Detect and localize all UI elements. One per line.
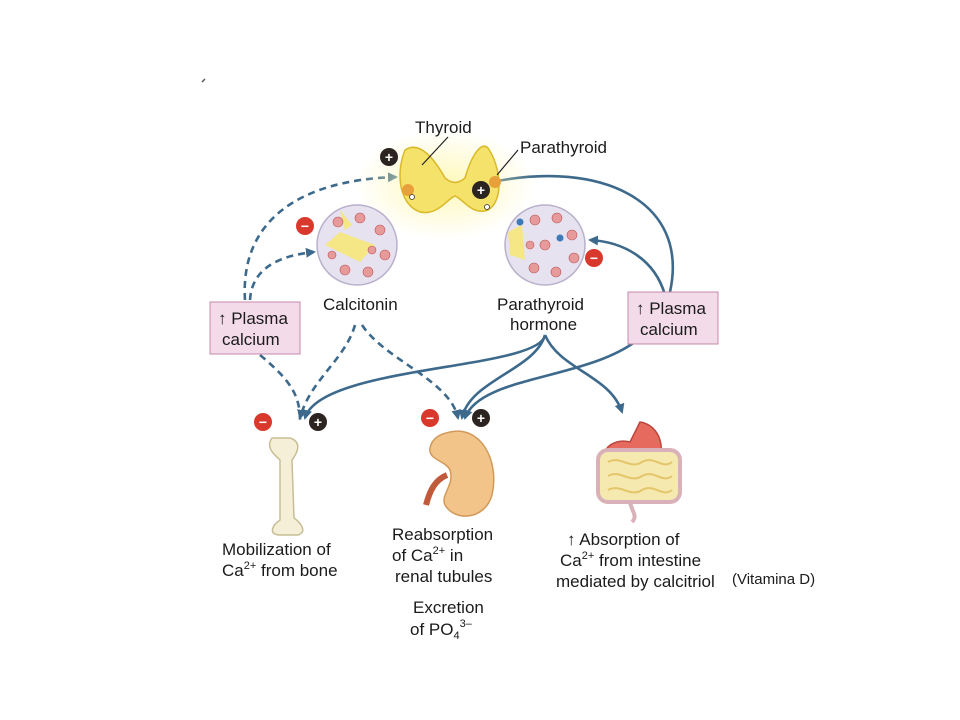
thyroid-pointer bbox=[421, 136, 449, 166]
plasma-left-line1: ↑ Plasma bbox=[218, 309, 288, 328]
arrow-pth-to-bone bbox=[302, 334, 547, 420]
arrow-pth-to-kidney bbox=[458, 334, 547, 420]
minus-badge-bone: − bbox=[254, 413, 272, 431]
arrow-right-plasma-to-kidney bbox=[462, 337, 641, 420]
label-pth-line2: hormone bbox=[510, 315, 577, 334]
plus-badge-kidney: + bbox=[472, 409, 490, 427]
plasma-right-line1: ↑ Plasma bbox=[636, 299, 706, 318]
parathyroid-pointer bbox=[496, 149, 519, 176]
label-intestine-line2: Ca2+ from intestine bbox=[560, 550, 701, 570]
label-calcitonin: Calcitonin bbox=[323, 295, 398, 314]
calcitonin-cells-icon bbox=[316, 204, 398, 286]
minus-badge-pth: − bbox=[585, 249, 603, 267]
arrow-calcitonin-to-kidney bbox=[360, 324, 462, 420]
plus-badge-thyroid: + bbox=[380, 148, 398, 166]
minus-badge-calcitonin: − bbox=[296, 217, 314, 235]
label-intestine-line1: ↑ Absorption of bbox=[567, 530, 680, 549]
svg-text:+: + bbox=[477, 182, 485, 198]
label-excretion-line2: of PO43– bbox=[410, 618, 473, 642]
label-kidney-line1: Reabsorption bbox=[392, 525, 493, 544]
label-intestine-line3: mediated by calcitriol bbox=[556, 572, 715, 591]
arrow-plasma-to-calcitonin-cells bbox=[248, 247, 316, 301]
parathyroid-gland-right bbox=[489, 176, 501, 188]
svg-text:−: − bbox=[426, 410, 434, 426]
arrow-plasma-to-thyroid bbox=[243, 172, 398, 301]
label-pth-line1: Parathyroid bbox=[497, 295, 584, 314]
svg-text:+: + bbox=[477, 410, 485, 426]
label-parathyroid: Parathyroid bbox=[520, 138, 607, 157]
svg-text:+: + bbox=[314, 414, 322, 430]
svg-text:+: + bbox=[385, 149, 393, 165]
sign-badges: + + − − − + − + bbox=[254, 148, 603, 431]
plus-badge-parathyroid: + bbox=[472, 181, 490, 199]
label-thyroid: Thyroid bbox=[415, 118, 472, 137]
plasma-calcium-box-left: ↑ Plasma calcium bbox=[209, 301, 301, 355]
svg-text:−: − bbox=[259, 414, 267, 430]
plasma-right-line2: calcium bbox=[640, 320, 698, 339]
label-bone-line2: Ca2+ from bone bbox=[222, 560, 338, 580]
label-bone-line1: Mobilization of bbox=[222, 540, 331, 559]
minus-badge-kidney: − bbox=[421, 409, 439, 427]
kidney-icon bbox=[423, 430, 495, 517]
bone-icon bbox=[268, 437, 304, 536]
svg-text:−: − bbox=[301, 218, 309, 234]
plus-badge-bone: + bbox=[309, 413, 327, 431]
svg-text:−: − bbox=[590, 250, 598, 266]
intestine-icon bbox=[596, 421, 682, 524]
label-vitamin-note: (Vitamina D) bbox=[732, 571, 815, 588]
plasma-left-line2: calcium bbox=[222, 330, 280, 349]
parathyroid-cells-icon bbox=[504, 204, 586, 286]
label-kidney-line3: renal tubules bbox=[395, 567, 492, 586]
arrow-right-plasma-to-pth-cells bbox=[588, 235, 667, 296]
label-kidney-line2: of Ca2+ in bbox=[392, 545, 463, 565]
arrow-pth-to-intestine bbox=[543, 334, 625, 414]
parathyroid-gland-left bbox=[402, 184, 414, 196]
plasma-calcium-box-right: ↑ Plasma calcium bbox=[627, 291, 719, 345]
stray-mark bbox=[201, 78, 206, 83]
arrow-calcitonin-to-bone bbox=[297, 324, 357, 420]
arrow-plasma-to-bone bbox=[259, 354, 302, 421]
label-excretion-line1: Excretion bbox=[413, 598, 484, 617]
